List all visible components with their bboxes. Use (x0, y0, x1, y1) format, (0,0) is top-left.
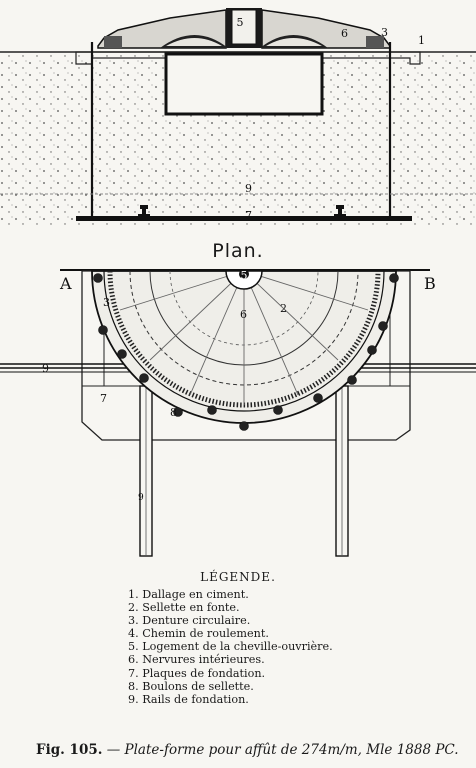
legend-item: 2. Sellette en fonte. (128, 601, 240, 615)
section-number-3: 3 (381, 26, 388, 39)
legend-item: 7. Plaques de fondation. (128, 666, 266, 680)
legend-item: 6. Nervures intérieures. (128, 653, 265, 667)
figure-description: — Plate-forme pour affût de 274m/m, Mle … (106, 742, 459, 758)
section-letter-a: A (59, 274, 72, 293)
section-number-6: 6 (341, 27, 348, 40)
plan-number-6: 6 (240, 308, 247, 321)
section-number-5: 5 (237, 16, 244, 29)
plan-number-2: 2 (280, 302, 287, 315)
plan-view: A B (0, 269, 476, 557)
legend-list: 1. Dallage en ciment. 2. Sellette en fon… (128, 588, 333, 706)
plan-title: Plan. (212, 240, 264, 262)
section-number-7: 7 (245, 209, 252, 222)
plan-number-9: 9 (42, 362, 49, 375)
section-number-1: 1 (418, 34, 425, 47)
legend-item: 8. Boulons de sellette. (128, 679, 254, 693)
section-letter-b: B (424, 274, 436, 293)
legend-item: 3. Denture circulaire. (128, 614, 251, 628)
plan-number-3: 3 (103, 296, 110, 309)
legend-item: 5. Logement de la cheville-ouvrière. (128, 640, 333, 654)
legend-item: 4. Chemin de roulement. (128, 627, 269, 641)
legend-item: 9. Rails de fondation. (128, 692, 249, 706)
figure-number: Fig. 105. (36, 742, 103, 758)
section-view: 5 6 3 1 9 7 (0, 8, 476, 226)
section-number-9: 9 (245, 182, 252, 195)
plan-number-5: 5 (241, 269, 248, 282)
plan-number-8: 8 (170, 406, 177, 419)
legend-item: 1. Dallage en ciment. (128, 588, 249, 601)
legend-title: LÉGENDE. (200, 570, 276, 584)
plan-number-7: 7 (100, 392, 107, 405)
plan-number-9-lower: 9 (138, 493, 144, 503)
figure-caption: Fig. 105. — Plate-forme pour affût de 27… (36, 742, 459, 758)
